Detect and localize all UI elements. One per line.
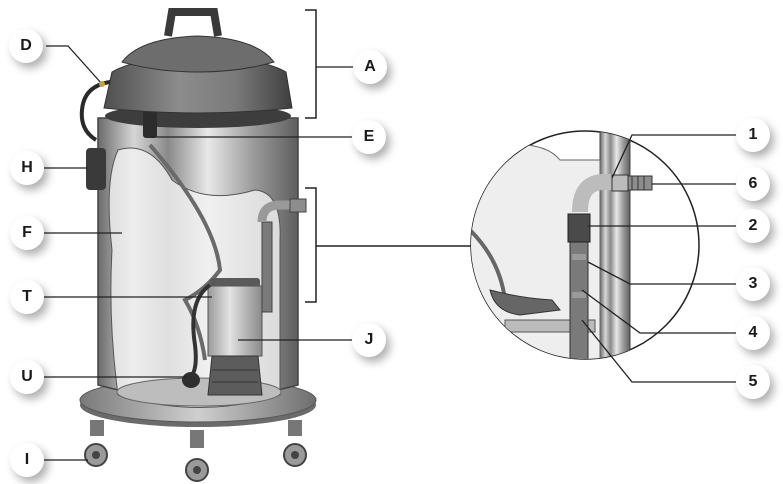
label-e: E	[352, 120, 386, 154]
pipe-elbow	[257, 200, 292, 223]
lid-clip	[143, 104, 157, 138]
zoom-coupling	[567, 213, 591, 243]
discharge-pipe	[261, 221, 273, 313]
label-a: A	[353, 50, 387, 84]
label-u: U	[10, 360, 44, 394]
label-5: 5	[736, 365, 770, 399]
power-cord	[79, 80, 111, 142]
zoom-nut	[611, 174, 629, 192]
caster-wheel	[283, 420, 307, 467]
label-i: I	[10, 443, 44, 477]
carry-handle	[164, 7, 222, 37]
label-6: 6	[736, 167, 770, 201]
caster-wheel	[84, 420, 108, 467]
zoom-detail	[470, 130, 700, 360]
float-switch	[182, 372, 200, 388]
pipe-connector	[289, 198, 307, 213]
zoom-fitting	[627, 175, 653, 191]
float-cable	[188, 283, 212, 380]
label-j: J	[352, 323, 386, 357]
submersible-pump	[207, 278, 263, 396]
label-d: D	[9, 29, 43, 63]
caster-wheel	[185, 430, 209, 482]
label-1: 1	[736, 118, 770, 152]
leader-lines	[44, 45, 737, 461]
label-2: 2	[736, 209, 770, 243]
label-t: T	[10, 280, 44, 314]
label-4: 4	[736, 316, 770, 350]
zoom-elbow	[572, 174, 612, 213]
vacuum-cleaner	[79, 7, 317, 482]
cord-plug	[99, 81, 105, 87]
hose-inlet	[86, 148, 106, 190]
label-3: 3	[736, 267, 770, 301]
motor-head-top	[121, 35, 275, 73]
label-h: H	[10, 151, 44, 185]
bracket-zoom	[305, 187, 317, 303]
label-f: F	[10, 216, 44, 250]
bracket-a	[305, 9, 317, 119]
